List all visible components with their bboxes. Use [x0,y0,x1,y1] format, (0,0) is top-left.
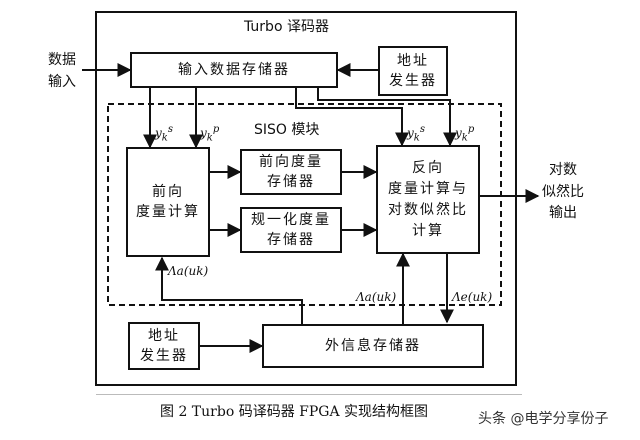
yp-left-label: ykp [200,124,219,143]
siso-title: SISO 模块 [254,122,320,138]
outer-frame [95,11,517,386]
forward-calc-line2: 度量计算 [136,204,200,220]
yp-right-arrow [317,87,457,147]
ys-right-y: y [407,126,414,140]
siso-frame [107,103,502,306]
yp-left-sub: k [206,132,213,144]
backward-calc-line2: 度量计算与 [388,180,468,197]
addr-gen-top: 地址 发生器 [378,46,448,96]
ys-left-sup: s [167,124,173,135]
yp-right-y: y [455,126,462,140]
llr-out-label: 对数 似然比 输出 [542,160,584,225]
ys-right-sup: s [419,124,425,135]
yp-left-sup: p [212,124,220,135]
addr-gen-top-line2: 发生器 [389,73,437,89]
addr-gen-top-line1: 地址 [397,52,429,69]
normalize-store-line2: 存储器 [267,232,315,248]
yp-left-y: y [200,126,207,140]
normalize-metric-store: 规一化度量 存储器 [240,207,342,253]
lambda-e-label: Λe(uk) [452,290,493,304]
ys-left-sub: k [161,132,168,144]
lambda-a-right-label: Λa(uk) [356,290,397,304]
data-in-line2: 输入 [48,73,76,90]
addr-gen-bottom: 地址 发生器 [128,322,200,370]
yp-right-label: ykp [455,124,474,143]
backward-llr-calc: 反向 度量计算与 对数似然比 计算 [376,145,480,254]
addr-gen-bottom-line1: 地址 [148,327,180,344]
figure-caption: 图 2 Turbo 码译码器 FPGA 实现结构框图 [160,404,429,420]
ys-right-arrow [295,87,409,147]
ys-left-label: yks [155,124,173,143]
yp-right-sup: p [467,124,475,135]
normalize-store-line1: 规一化度量 [251,211,331,228]
yp-right-sub: k [461,132,468,144]
watermark: 头条 @电学分享份子 [478,411,609,427]
forward-store-line1: 前向度量 [259,153,323,170]
input-data-store: 输入数据存储器 [130,52,338,88]
backward-calc-line3: 对数似然比 [388,201,468,218]
ys-right-sub: k [413,132,420,144]
backward-calc-line4: 计算 [412,222,444,239]
forward-metric-store: 前向度量 存储器 [240,149,342,195]
addr-gen-bottom-line2: 发生器 [140,348,188,364]
ys-left-y: y [155,126,162,140]
llr-out-line1: 对数 [549,162,577,178]
caption-divider [96,394,522,395]
extrinsic-info-store: 外信息存储器 [262,324,484,368]
forward-store-line2: 存储器 [267,174,315,190]
ys-right-label: yks [407,124,425,143]
data-in-label: 数据 输入 [48,50,76,93]
backward-calc-line1: 反向 [412,159,444,176]
outer-title: Turbo 译码器 [244,19,329,35]
llr-out-line2: 似然比 [542,183,584,200]
forward-calc-line1: 前向 [152,183,184,200]
lambda-a-left-arrow [155,256,303,324]
forward-metric-calc: 前向 度量计算 [126,147,210,257]
llr-out-line3: 输出 [549,205,577,222]
data-in-line1: 数据 [48,52,76,68]
lambda-a-left-label: Λa(uk) [168,264,209,278]
